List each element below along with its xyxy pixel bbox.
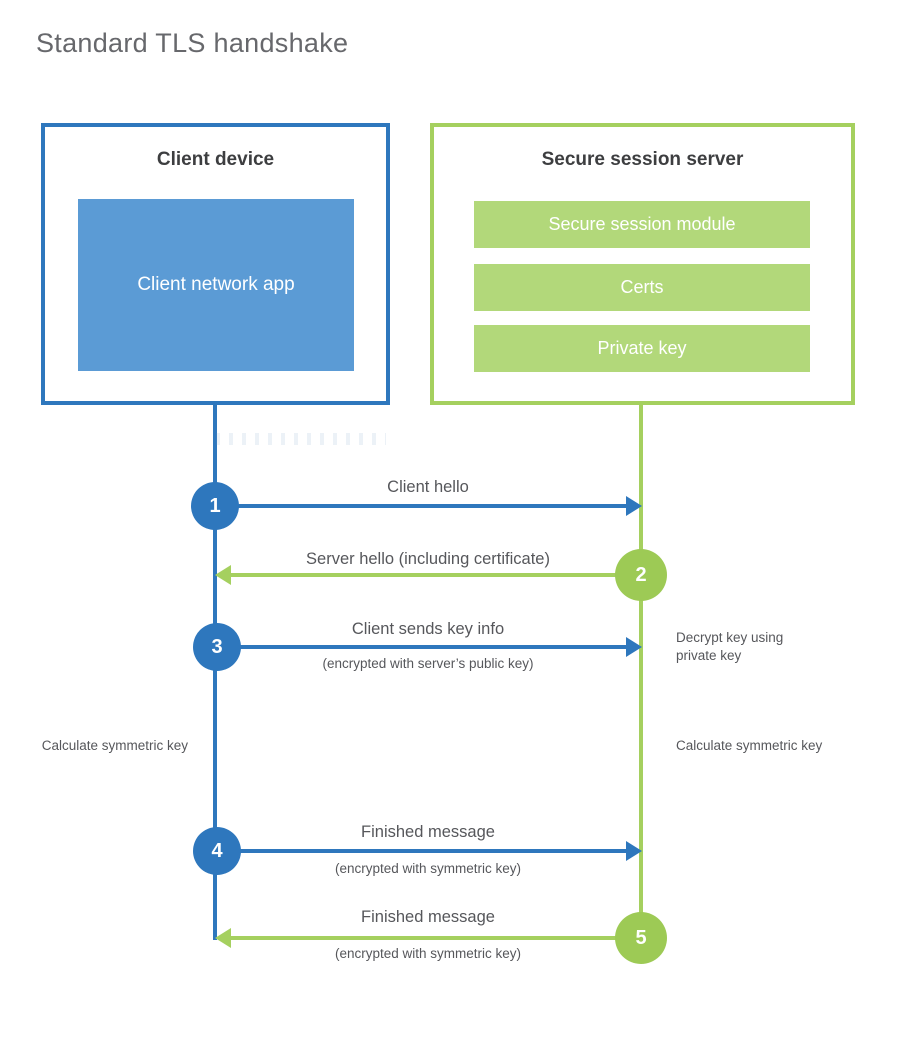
step-circle-2: 2 xyxy=(615,549,667,601)
msg5-label: Finished message xyxy=(361,908,495,926)
msg3-label: Client sends key info xyxy=(351,620,505,638)
client-device-box: Client device Client network app xyxy=(41,123,390,405)
step-circle-3: 3 xyxy=(193,623,241,671)
client-device-title: Client device xyxy=(156,149,275,170)
server-module-secure-session-module: Secure session module xyxy=(474,201,810,248)
step-number-3: 3 xyxy=(211,635,223,658)
server-module-certs: Certs xyxy=(474,264,810,311)
msg2-arrowhead-icon xyxy=(215,565,231,585)
decrypt-key-note: Decrypt key using private key xyxy=(676,630,784,663)
msg4-label: Finished message xyxy=(361,823,495,841)
msg4-sublabel: (encrypted with symmetric key) xyxy=(334,861,522,876)
msg3-sublabel: (encrypted with server’s public key) xyxy=(322,656,534,671)
step-number-4: 4 xyxy=(211,839,223,862)
msg5-arrowhead-icon xyxy=(215,928,231,948)
step-number-1: 1 xyxy=(209,494,221,517)
msg1-label: Client hello xyxy=(387,478,469,496)
msg3-arrow-line xyxy=(217,645,627,649)
step-number-2: 2 xyxy=(635,563,647,586)
msg5-sublabel: (encrypted with symmetric key) xyxy=(334,946,522,961)
server-module-private-key: Private key xyxy=(474,325,810,372)
msg5-arrow-line xyxy=(231,936,641,940)
msg4-arrow-line xyxy=(217,849,627,853)
server-lifeline xyxy=(639,405,643,938)
client-network-app-box: Client network app xyxy=(78,199,354,371)
client-network-app-label: Client network app xyxy=(137,274,295,296)
step-circle-1: 1 xyxy=(191,482,239,530)
step-circle-4: 4 xyxy=(193,827,241,875)
page-title: Standard TLS handshake xyxy=(36,28,349,58)
calculate-symmetric-key-note-client: Calculate symmetric key xyxy=(41,738,188,753)
faint-dash-artifact xyxy=(216,433,386,445)
step-number-5: 5 xyxy=(635,926,647,949)
msg2-arrow-line xyxy=(231,573,641,577)
step-circle-5: 5 xyxy=(615,912,667,964)
secure-session-server-box: Secure session server Secure session mod… xyxy=(430,123,855,405)
msg1-arrowhead-icon xyxy=(626,496,642,516)
msg1-arrow-line xyxy=(215,504,627,508)
msg3-arrowhead-icon xyxy=(626,637,642,657)
msg2-label: Server hello (including certificate) xyxy=(306,550,550,568)
msg4-arrowhead-icon xyxy=(626,841,642,861)
client-lifeline xyxy=(213,405,217,940)
calculate-symmetric-key-note-server: Calculate symmetric key xyxy=(676,738,823,753)
secure-session-server-title: Secure session server xyxy=(541,149,744,170)
